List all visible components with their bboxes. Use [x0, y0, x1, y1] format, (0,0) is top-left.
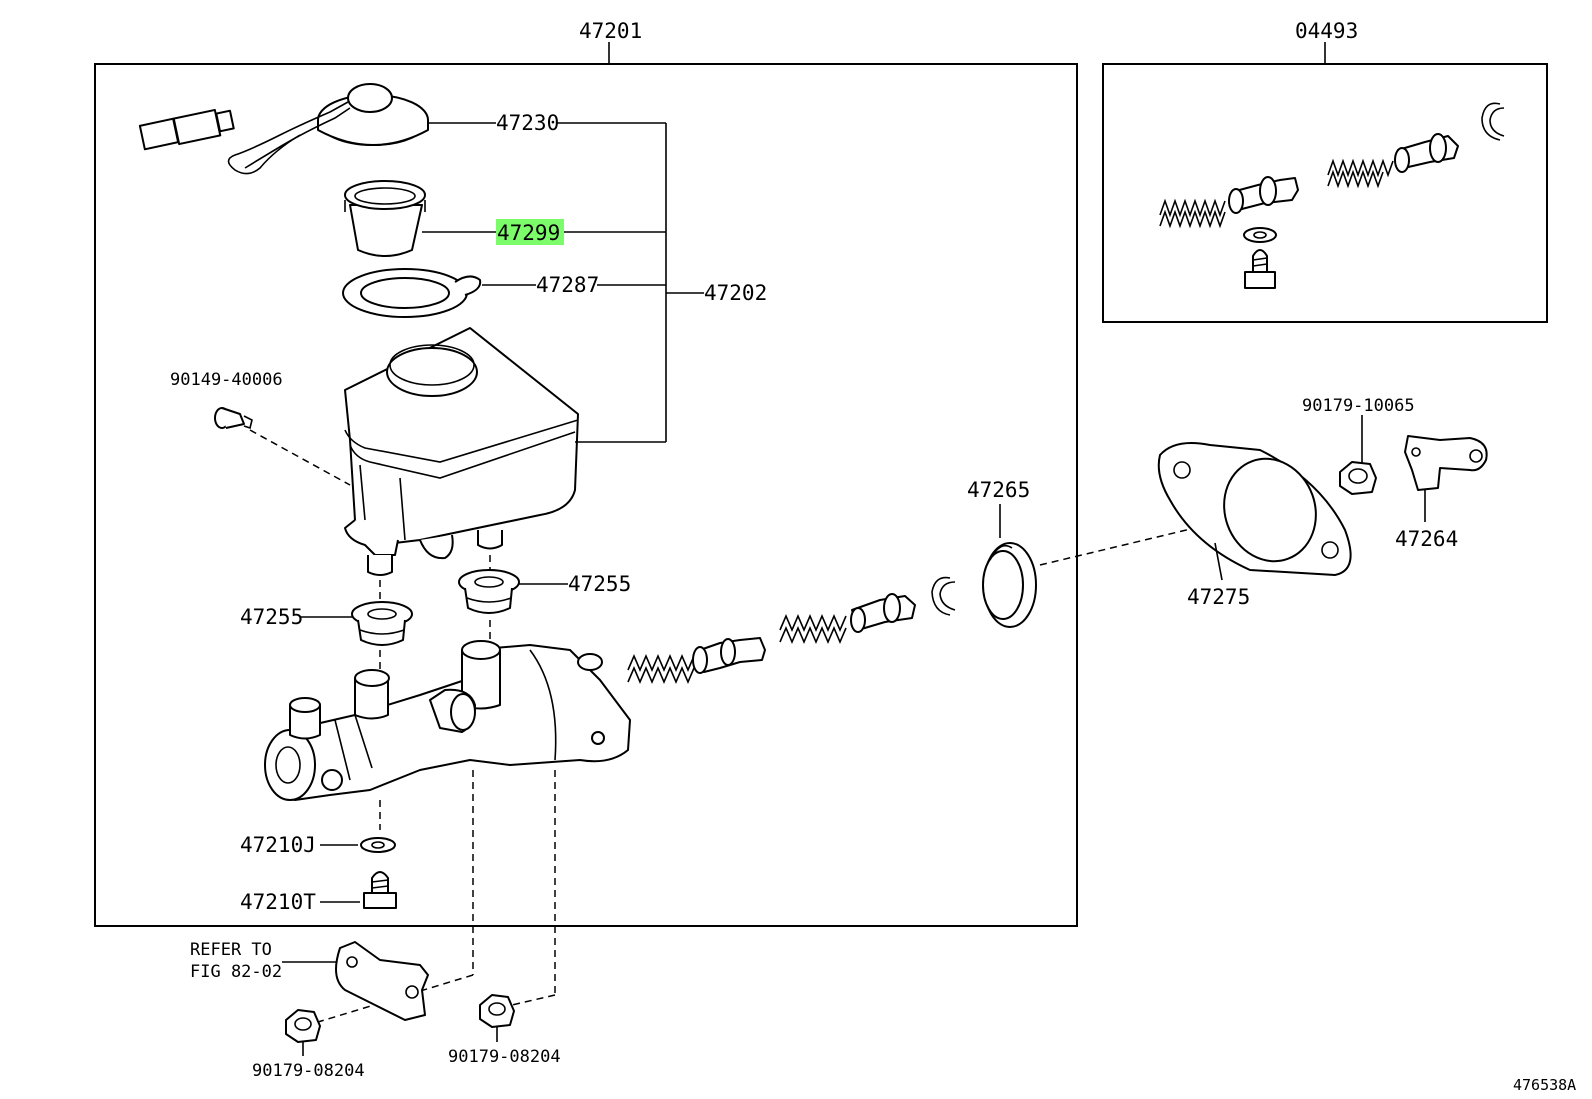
kit-plug-bolt-part[interactable]: [1244, 249, 1276, 289]
label-47255-left[interactable]: 47255: [240, 605, 303, 629]
label-90149-40006[interactable]: 90149-40006: [170, 370, 283, 390]
piston-boot-part[interactable]: [982, 542, 1037, 628]
kit-primary-piston-part[interactable]: [1159, 176, 1299, 229]
flange-nut-left-part[interactable]: [285, 1009, 321, 1043]
label-47210J[interactable]: 47210J: [240, 833, 316, 857]
kit-snap-ring-part[interactable]: [1481, 102, 1505, 141]
figure-id: 476538A: [1513, 1076, 1576, 1094]
master-cylinder-body-part[interactable]: [264, 640, 631, 801]
assembly-47201-frame: [94, 63, 1078, 927]
label-47230[interactable]: 47230: [496, 111, 559, 135]
reservoir-cap-sensor-part[interactable]: [138, 83, 429, 175]
kit-washer-part[interactable]: [1243, 227, 1277, 243]
label-refer-line2: FIG 82-02: [190, 962, 282, 982]
label-90179-08204-left[interactable]: 90179-08204: [252, 1061, 365, 1081]
label-refer-line1: REFER TO: [190, 940, 272, 960]
kit-04493-frame: [1102, 63, 1548, 323]
flange-nut-part[interactable]: [1339, 461, 1377, 495]
reservoir-set-screw-part[interactable]: [214, 407, 253, 430]
reservoir-strainer-part[interactable]: [344, 180, 426, 257]
label-90179-08204-right[interactable]: 90179-08204: [448, 1047, 561, 1067]
label-90179-10065[interactable]: 90179-10065: [1302, 396, 1415, 416]
label-47299[interactable]: 47299: [497, 221, 560, 245]
label-47275[interactable]: 47275: [1187, 585, 1250, 609]
label-47202[interactable]: 47202: [704, 281, 767, 305]
label-47265[interactable]: 47265: [967, 478, 1030, 502]
label-47287[interactable]: 47287: [536, 273, 599, 297]
reservoir-grommet-left-part[interactable]: [351, 601, 413, 646]
kit-secondary-piston-part[interactable]: [1327, 133, 1459, 189]
highlight-47299: [496, 219, 564, 245]
label-47201[interactable]: 47201: [579, 19, 642, 43]
reservoir-tank-part[interactable]: [344, 327, 579, 576]
secondary-piston-spring-part[interactable]: [779, 593, 916, 645]
label-47210T[interactable]: 47210T: [240, 890, 316, 914]
label-47264[interactable]: 47264: [1395, 527, 1458, 551]
washer-part[interactable]: [360, 837, 396, 853]
mounting-bracket-part[interactable]: [1404, 435, 1488, 491]
label-04493[interactable]: 04493: [1295, 19, 1358, 43]
flange-nut-right-part[interactable]: [479, 994, 515, 1028]
snap-ring-part[interactable]: [931, 576, 956, 616]
reference-bracket-part[interactable]: [335, 941, 429, 1021]
reservoir-grommet-right-part[interactable]: [458, 569, 520, 614]
booster-gasket-part[interactable]: [1157, 442, 1352, 576]
reservoir-gasket-part[interactable]: [342, 268, 482, 318]
primary-piston-spring-part[interactable]: [627, 637, 766, 685]
plug-bolt-part[interactable]: [363, 871, 397, 909]
label-47255-right[interactable]: 47255: [568, 572, 631, 596]
